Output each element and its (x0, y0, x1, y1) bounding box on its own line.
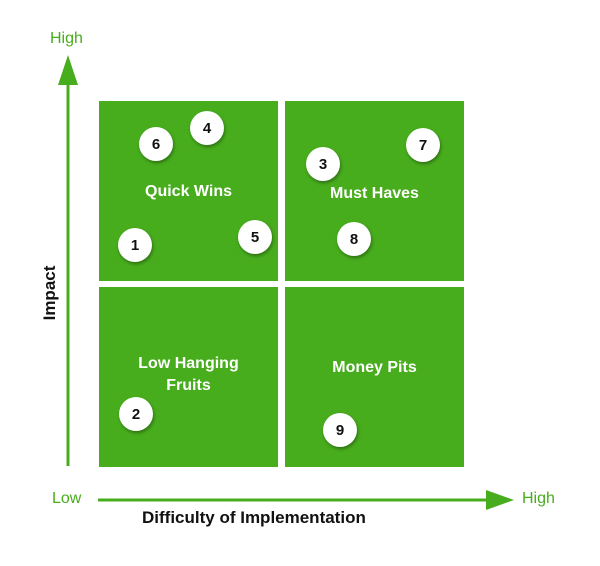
item-marker-9[interactable]: 9 (323, 413, 357, 447)
item-marker-4[interactable]: 4 (190, 111, 224, 145)
item-marker-5[interactable]: 5 (238, 220, 272, 254)
x-axis-high-label: High (522, 490, 555, 507)
x-axis-title: Difficulty of Implementation (142, 508, 366, 527)
quadrant-label: Money Pits (332, 359, 417, 376)
quadrant-must-haves: Must Haves (285, 101, 464, 281)
x-axis-arrowhead (486, 490, 514, 510)
quadrant-label: Low Hanging Fruits (138, 355, 239, 394)
x-axis-low-label: Low (52, 490, 82, 507)
y-axis-high-label: High (50, 30, 83, 47)
item-marker-1[interactable]: 1 (118, 228, 152, 262)
y-axis-title: Impact (40, 265, 59, 321)
item-marker-2[interactable]: 2 (119, 397, 153, 431)
quadrant-money-pits: Money Pits (285, 287, 464, 467)
quadrant-label: Must Haves (330, 185, 419, 202)
y-axis-arrowhead (58, 55, 78, 85)
item-marker-8[interactable]: 8 (337, 222, 371, 256)
item-marker-3[interactable]: 3 (306, 147, 340, 181)
item-marker-7[interactable]: 7 (406, 128, 440, 162)
item-marker-6[interactable]: 6 (139, 127, 173, 161)
quadrant-low-hanging-fruits: Low Hanging Fruits (99, 287, 278, 467)
quadrant-label: Quick Wins (145, 183, 232, 200)
